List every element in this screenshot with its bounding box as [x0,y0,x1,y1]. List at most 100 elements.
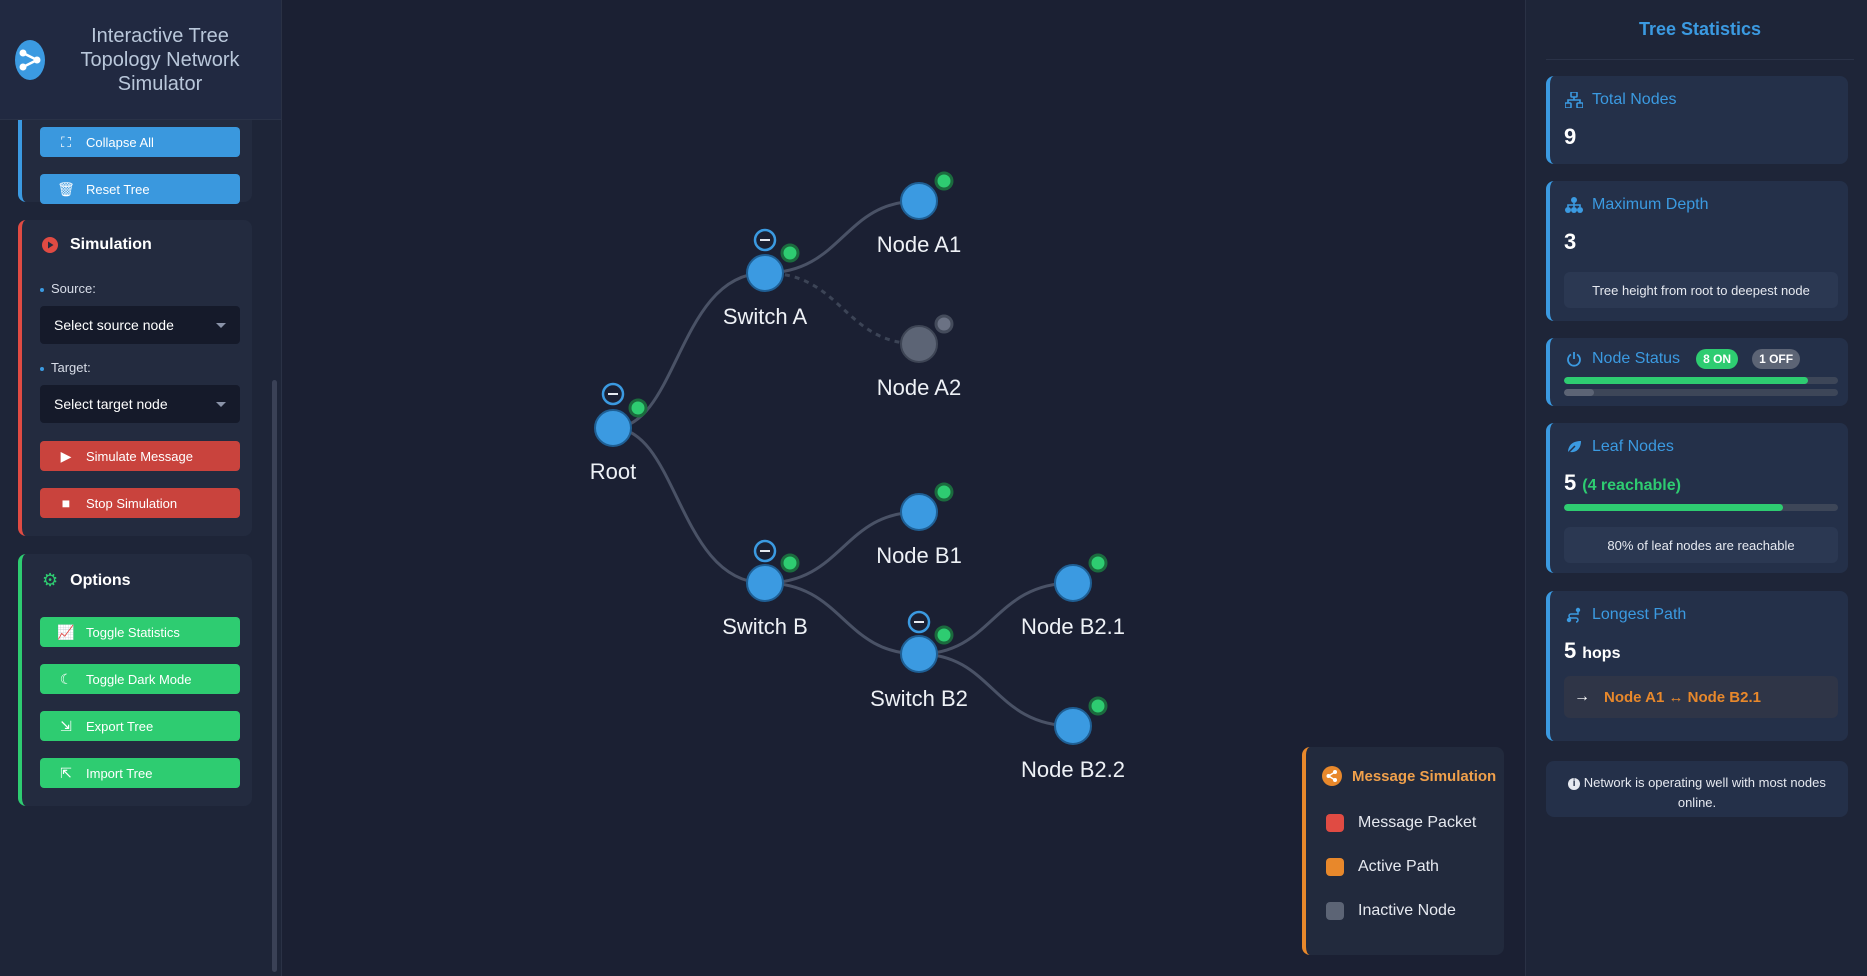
status-on-indicator [934,625,954,645]
on-status-bar [1564,377,1838,384]
node-label-node-a2: Node A2 [876,375,962,400]
source-select[interactable]: Select source node [40,306,240,344]
node-label-switch-a: Switch A [722,304,808,329]
file-import-icon: ⇱ [60,764,72,781]
statistics-panel: Tree Statistics Total Nodes 9 Maximum De… [1525,0,1867,976]
link-switch-a-node-a1 [764,199,920,275]
stop-simulation-button[interactable]: ■ Stop Simulation [40,488,240,518]
maximum-depth-heading: Maximum Depth [1564,196,1708,214]
toggle-dark-mode-button[interactable]: ☾ Toggle Dark Mode [40,664,240,694]
share-nodes-icon [1322,766,1342,786]
tree-node-a1[interactable] [900,171,954,220]
reset-tree-button[interactable]: 🗑 Reset Tree [40,174,240,204]
off-status-bar [1564,389,1838,396]
tree-node-switch-b2[interactable] [900,610,954,673]
options-heading: ⚙ Options [42,570,131,590]
on-count-badge: 8 ON [1696,349,1739,369]
simulate-message-button[interactable]: ▶ Simulate Message [40,441,240,471]
chevron-down-icon [216,401,226,407]
leaf-reachable-bar [1564,504,1838,511]
target-label: Target: [40,360,91,375]
tree-canvas[interactable]: Root Switch A Node A1 Node A2 Switch B N… [283,0,1525,976]
total-nodes-value: 9 [1564,124,1577,149]
node-status-card: Node Status 8 ON 1 OFF [1546,338,1848,406]
collapse-toggle-icon[interactable] [753,228,777,252]
off-count-badge: 1 OFF [1752,349,1801,369]
status-on-indicator [1088,696,1108,716]
target-select[interactable]: Select target node [40,385,240,423]
node-label-node-b21: Node B2.1 [1021,614,1125,639]
import-tree-button[interactable]: ⇱ Import Tree [40,758,240,788]
tree-node-switch-b[interactable] [746,539,800,602]
play-circle-icon [42,237,58,253]
status-on-indicator [1088,553,1108,573]
node-label-node-a1: Node A1 [876,232,962,257]
node-label-switch-b: Switch B [722,614,808,639]
collapse-toggle-icon[interactable] [601,382,625,406]
leaf-nodes-heading: Leaf Nodes [1564,438,1674,456]
trash-icon: 🗑 [57,180,75,197]
leaf-nodes-value: 5(4 reachable) [1564,470,1681,495]
total-nodes-card: Total Nodes 9 [1546,76,1848,164]
swatch-red [1326,814,1344,832]
tree-node-a2[interactable] [900,314,954,363]
route-icon [1564,607,1584,623]
longest-path-heading: Longest Path [1564,606,1686,624]
file-export-icon: ⇲ [60,717,72,734]
swatch-orange [1326,858,1344,876]
node-label-node-b1: Node B1 [876,543,962,568]
collapse-toggle-icon[interactable] [907,610,931,634]
simulation-heading: Simulation [42,236,152,254]
maximum-depth-value: 3 [1564,229,1577,254]
compress-icon: ⛶ [61,133,71,150]
sidebar-scrollbar[interactable] [272,380,277,972]
maximum-depth-card: Maximum Depth 3 Tree height from root to… [1546,181,1848,321]
status-on-indicator [780,553,800,573]
gear-icon: ⚙ [42,570,59,590]
status-on-indicator [934,482,954,502]
link-switch-b-node-b1 [764,510,920,585]
tree-graph [594,171,1108,745]
power-icon [1564,351,1584,367]
longest-path-route: → Node A1 ↔ Node B2.1 [1564,676,1838,718]
arrow-right-icon: → [1574,688,1590,705]
total-nodes-heading: Total Nodes [1564,91,1677,109]
collapse-toggle-icon[interactable] [753,539,777,563]
app-title: Interactive Tree Topology Network Simula… [80,24,240,95]
tree-node-root[interactable] [594,382,648,447]
network-logo-icon [15,39,45,80]
leaf-icon [1564,439,1584,455]
hierarchy-icon [1564,197,1584,213]
legend-heading: Message Simulation [1322,766,1496,786]
link-switch-b2-node-b21 [918,581,1074,656]
play-icon: ▶ [60,447,72,464]
link-switch-b-switch-b2 [764,581,920,656]
maximum-depth-note: Tree height from root to deepest node [1564,272,1838,308]
legend-item-inactive-node: Inactive Node [1326,902,1456,920]
tree-node-switch-a[interactable] [746,228,800,292]
brand-header: Interactive Tree Topology Network Simula… [0,0,281,120]
chart-icon: 📈 [57,623,75,640]
swatch-gray [1326,902,1344,920]
collapse-all-button[interactable]: ⛶ Collapse All [40,127,240,157]
tree-node-b1[interactable] [900,482,954,531]
node-label-root: Root [589,459,637,484]
toggle-statistics-button[interactable]: 📈 Toggle Statistics [40,617,240,647]
export-tree-button[interactable]: ⇲ Export Tree [40,711,240,741]
tree-node-b21[interactable] [1054,553,1108,602]
info-circle-icon: i [1568,777,1581,790]
status-off-indicator [934,314,954,334]
node-status-heading: Node Status 8 ON 1 OFF [1564,349,1801,369]
statistics-title: Tree Statistics [1546,0,1854,60]
node-label-node-b22: Node B2.2 [1021,757,1125,782]
source-label: Source: [40,281,96,296]
status-on-indicator [628,398,648,418]
message-simulation-legend: Message Simulation Message Packet Active… [1302,747,1504,955]
simulation-panel: Simulation Source: Select source node Ta… [18,220,252,536]
node-label-switch-b2: Switch B2 [870,686,968,711]
chevron-down-icon [216,322,226,328]
tree-node-b22[interactable] [1054,696,1108,745]
link-switch-b2-node-b22 [918,652,1074,728]
